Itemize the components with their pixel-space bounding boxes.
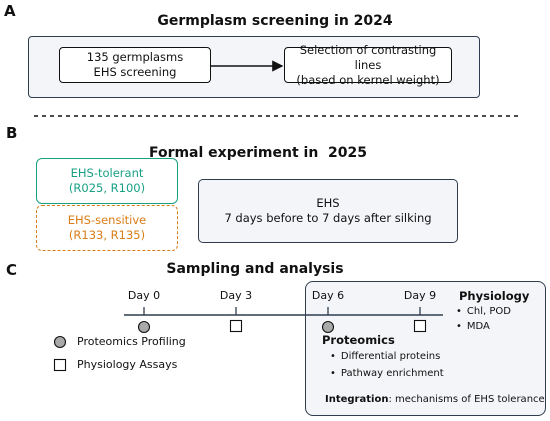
ehs-treatment-box: EHS 7 days before to 7 days after silkin… [198, 179, 458, 243]
proteomics-item-1: Differential proteins [330, 351, 440, 362]
sensitive-box: EHS-sensitive (R133, R135) [36, 205, 178, 251]
day-label-3: Day 3 [219, 289, 253, 302]
selection-line2: (based on kernel weight) [296, 72, 440, 87]
analysis-box [305, 281, 546, 416]
panel-c-label: C [6, 261, 18, 279]
marker-day3-square [229, 319, 243, 333]
integration-label: Integration [325, 394, 389, 405]
tolerant-line2: (R025, R100) [68, 181, 146, 195]
ehs-line1: EHS [316, 196, 340, 210]
panel-b-title: Formal experiment in 2025 [148, 145, 368, 161]
panel-a-label: A [4, 2, 16, 20]
sensitive-line1: EHS-sensitive [67, 213, 147, 227]
marker-day6-circle [321, 320, 335, 334]
proteomics-title: Proteomics [322, 333, 395, 347]
physiology-item-2: MDA [456, 321, 490, 332]
physiology-item-1: Chl, POD [456, 306, 511, 317]
selection-line1: Selection of contrasting lines [299, 42, 437, 72]
panel-a-title: Germplasm screening in 2024 [157, 13, 393, 29]
selection-box: Selection of contrasting lines (based on… [284, 43, 452, 87]
germplasm-line2: EHS screening [93, 65, 177, 79]
day-label-0: Day 0 [127, 289, 161, 302]
germplasm-box: 135 germplasms EHS screening [59, 47, 211, 83]
physiology-title: Physiology [459, 289, 530, 303]
marker-day0-circle [137, 320, 151, 334]
proteomics-item-2: Pathway enrichment [330, 368, 444, 379]
legend-square-icon [53, 358, 67, 372]
integration-text: Integration: mechanisms of EHS tolerance [325, 394, 545, 405]
tolerant-box: EHS-tolerant (R025, R100) [36, 158, 178, 204]
germplasm-line1: 135 germplasms [86, 50, 184, 64]
panel-b-label: B [6, 124, 18, 142]
sensitive-line2: (R133, R135) [68, 228, 146, 242]
day-label-6: Day 6 [311, 289, 345, 302]
panel-c-title: Sampling and analysis [166, 261, 344, 277]
marker-day9-square [413, 319, 427, 333]
ehs-line2: 7 days before to 7 days after silking [224, 211, 432, 225]
tolerant-line1: EHS-tolerant [70, 166, 144, 180]
day-label-9: Day 9 [403, 289, 437, 302]
legend-physiology: Physiology Assays [77, 358, 178, 371]
integration-desc: : mechanisms of EHS tolerance [388, 394, 545, 405]
legend-circle-icon [53, 335, 67, 349]
legend-proteomics: Proteomics Profiling [77, 335, 186, 348]
